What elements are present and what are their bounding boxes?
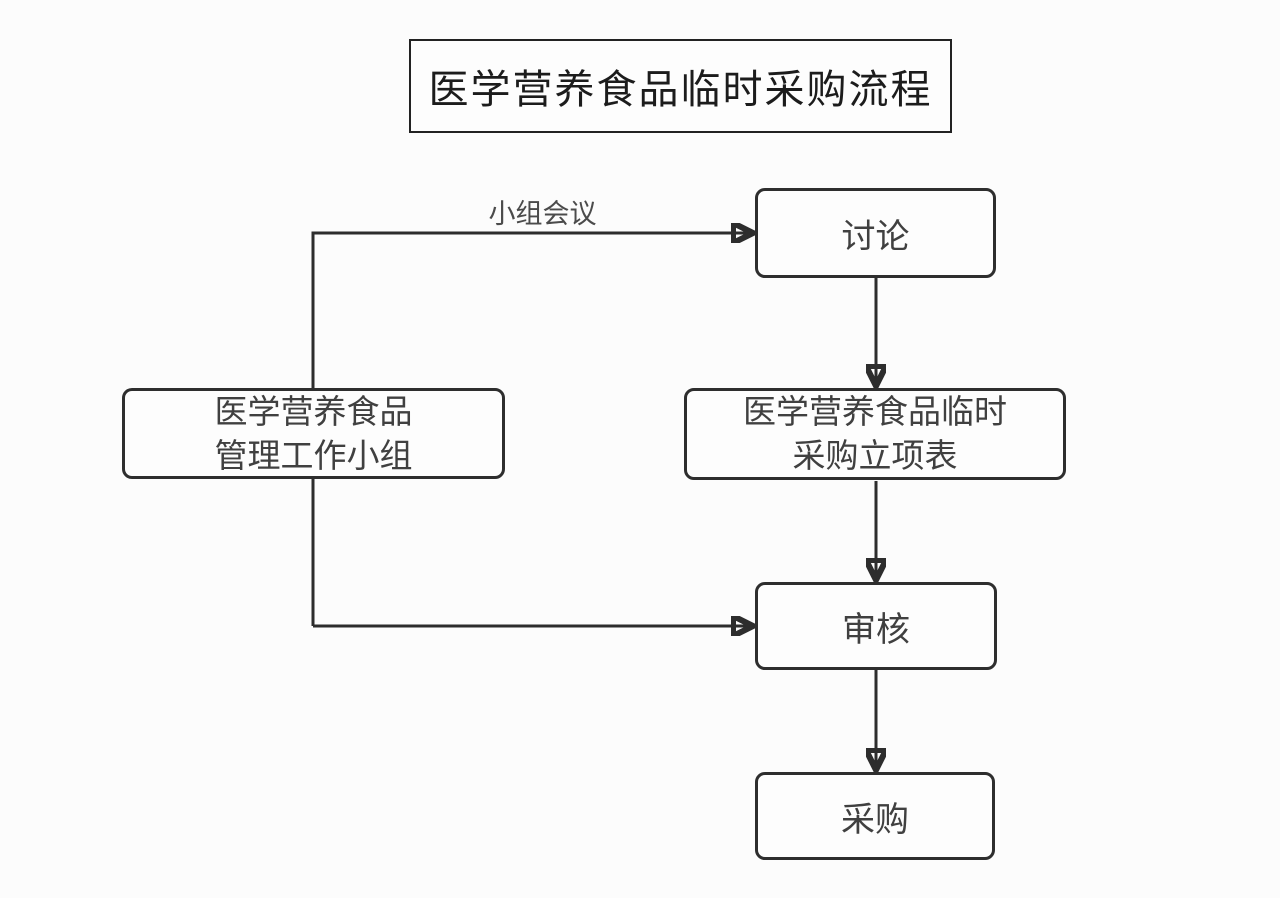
node-review-label: 审核 [842, 610, 910, 649]
diagram-title: 医学营养食品临时采购流程 [409, 39, 952, 133]
edge-group-to-discuss [311, 233, 753, 626]
node-management-group-line1: 医学营养食品 [214, 392, 413, 430]
node-management-group: 医学营养食品 管理工作小组 [122, 388, 505, 479]
node-discuss-label: 讨论 [841, 217, 910, 256]
node-procurement-form-line1: 医学营养食品临时 [743, 393, 1007, 431]
node-purchase-label: 采购 [841, 800, 909, 839]
node-procurement-form: 医学营养食品临时 采购立项表 [684, 388, 1066, 480]
node-procurement-form-line2: 采购立项表 [792, 437, 958, 474]
node-review: 审核 [755, 582, 997, 670]
node-discuss: 讨论 [755, 188, 996, 278]
edge-label-group-meeting: 小组会议 [488, 199, 597, 229]
node-purchase: 采购 [755, 772, 995, 860]
node-management-group-line2: 管理工作小组 [214, 436, 413, 474]
diagram-title-text: 医学营养食品临时采购流程 [428, 67, 933, 112]
